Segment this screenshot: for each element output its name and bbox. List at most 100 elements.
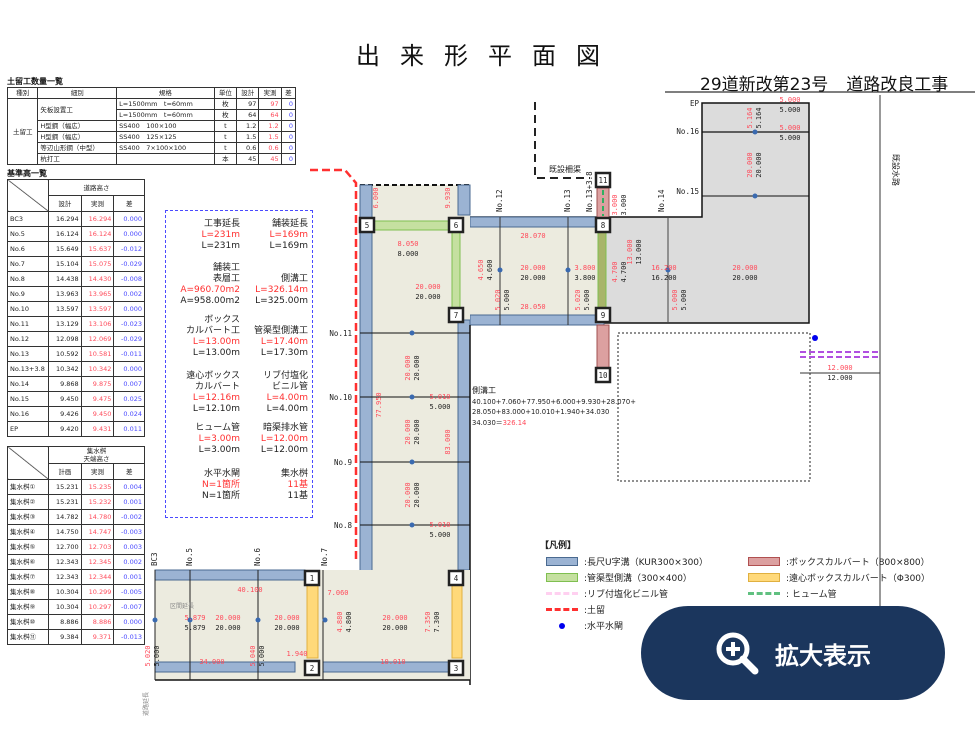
legend-item: :長尺U字溝（KUR300×300） — [546, 555, 708, 568]
station-label: No.13 — [563, 189, 572, 212]
survey-points — [152, 129, 758, 623]
summary-label: 舗装延長 — [271, 219, 308, 229]
dimension-label: 5.040 — [249, 645, 257, 666]
centrifugal-box-culvert — [306, 584, 319, 659]
page-title: 出来形平面図 — [356, 42, 620, 70]
dimension-label: 5.000 — [429, 531, 450, 539]
horizontal-sluice-dot — [812, 335, 818, 341]
dimension-label: 20.000 — [415, 283, 440, 291]
dimension-label: 5.020 — [494, 289, 502, 310]
zoom-button-label: 拡大表示 — [775, 641, 871, 670]
catch-basin-marker — [447, 659, 465, 677]
group-header-line1: 集水桝 — [86, 447, 107, 455]
legend-item: : ヒューム管 — [748, 587, 837, 600]
legend-item: :リブ付塩化ビニル管 — [546, 587, 668, 600]
unit-cell: 本 — [213, 153, 238, 165]
road-segment-upper — [470, 217, 604, 325]
zoom-in-icon — [716, 632, 759, 675]
legend-label: : ヒューム管 — [786, 590, 837, 600]
dimension-label: 20.000 — [404, 419, 412, 444]
summary-label: 管渠型側溝工 — [253, 326, 308, 336]
catch-basin-number: 11 — [598, 176, 607, 185]
dimension-label: 9.930 — [444, 187, 452, 208]
side-ditch-note: 側溝工 40.100+7.060+77.950+6.000+9.930+28.0… — [472, 386, 636, 428]
summary-design: L=12.10m — [192, 404, 240, 414]
dimension-label: 3.800 — [574, 274, 595, 282]
dimension-label: 5.000 — [258, 645, 266, 666]
catch-basin-marker — [358, 216, 376, 234]
dimension-label: 6.000 — [372, 187, 380, 208]
summary-design: L=17.30m — [260, 348, 308, 358]
dimension-label: 1.940 — [286, 650, 307, 658]
type-cell: 土留工 — [6, 98, 39, 165]
dimension-label: 4.700 — [620, 261, 628, 282]
dimension-label: 7.300 — [433, 611, 441, 632]
dimension-label: 20.000 — [215, 614, 240, 622]
existing-waterway-label: 既設水路 — [891, 154, 901, 186]
note-formula-1: 40.100+7.060+77.950+6.000+9.930+28.070+ — [472, 397, 636, 406]
dimension-label: 20.000 — [215, 624, 240, 632]
dimension-label: 13.000 — [626, 239, 634, 264]
pipe-side-ditch — [371, 220, 451, 231]
group-header-line2: 天端高さ — [83, 455, 110, 463]
pipe-side-ditch — [597, 228, 607, 316]
item-cell: 杭打工 — [37, 153, 118, 165]
diagonal-header-cell — [7, 179, 49, 212]
summary-actual: L=12.16m — [192, 393, 240, 403]
summary-design: L=231m — [201, 241, 240, 251]
diff-cell: 0.000 — [113, 211, 145, 227]
dimension-label: 40.100 — [237, 586, 262, 594]
diff-cell: -0.013 — [113, 629, 145, 645]
station-label: No.8 — [334, 521, 353, 530]
legend-line-swatch — [748, 592, 780, 595]
dimension-label: 5.000 — [680, 289, 688, 310]
zoom-button[interactable]: 拡大表示 — [641, 606, 945, 700]
summary-design: 11基 — [287, 491, 308, 501]
project-number: 29道新改第23号 — [700, 75, 829, 95]
legend-label: :土留 — [584, 606, 606, 616]
dimension-label: 20.000 — [274, 624, 299, 632]
legend-label: :リブ付塩化ビニル管 — [584, 590, 669, 600]
station-label: No.10 — [329, 393, 352, 402]
dimension-label: 77.950 — [375, 392, 383, 417]
dimension-label: 5.000 — [779, 106, 800, 114]
summary-label: 水平水閘 — [203, 469, 240, 479]
catch-basin-marker — [594, 171, 612, 189]
summary-actual: L=4.00m — [266, 393, 308, 403]
design-cell: 45 — [236, 153, 260, 165]
box-culvert — [596, 324, 610, 370]
summary-actual: L=326.14m — [255, 285, 308, 295]
dimension-label: 20.000 — [382, 624, 407, 632]
summary-label: 側溝工 — [280, 274, 308, 284]
dotted-area — [617, 332, 811, 482]
u-ditch — [469, 216, 605, 228]
road-length-label: 道路延長 — [142, 692, 150, 716]
dimension-label: 8.050 — [397, 240, 418, 248]
station-label: No.7 — [320, 548, 329, 566]
dimension-label: 34.000 — [199, 658, 224, 666]
station-label: No.15 — [676, 187, 699, 196]
summary-label: 舗装工 表層工 — [212, 263, 240, 284]
note-formula-2: 28.050+83.000+10.010+1.940+34.030 — [472, 408, 610, 416]
diff-cell: 0.011 — [113, 421, 145, 437]
retaining-wall-line — [310, 168, 358, 560]
dimension-label: 5.000 — [503, 289, 511, 310]
summary-actual: L=12.00m — [260, 434, 308, 444]
dimension-label: 28.050 — [520, 303, 545, 311]
